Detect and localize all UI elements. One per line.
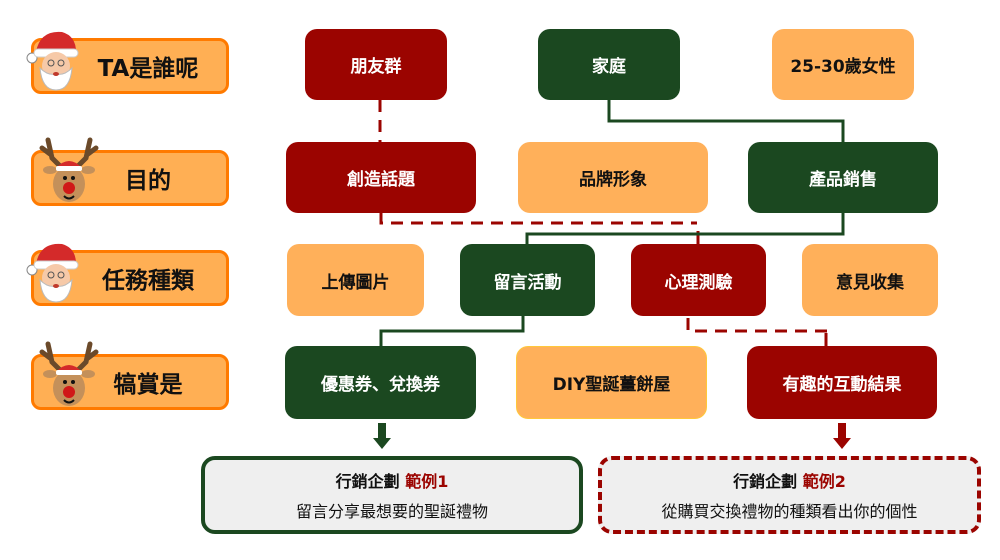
node-fun-result: 有趣的互動結果	[747, 346, 937, 419]
node-friends: 朋友群	[305, 29, 447, 100]
santa-icon	[26, 243, 79, 303]
example-highlight: 範例2	[802, 472, 846, 491]
node-feedback-collect: 意見收集	[802, 244, 938, 316]
connector-comment-to-coupon	[379, 316, 525, 346]
santa-icon	[26, 31, 79, 91]
arrow-down-icon-green	[373, 423, 391, 449]
reindeer-icon	[39, 137, 99, 202]
node-coupons: 優惠券、兌換券	[285, 346, 476, 419]
example-highlight: 範例1	[405, 472, 449, 491]
example-title-text: 行銷企劃	[733, 472, 798, 491]
row-label-text: TA是誰呢	[97, 56, 199, 82]
row-label-text: 目的	[125, 168, 171, 194]
example-title: 行銷企劃 範例2	[733, 468, 846, 492]
node-brand-image: 品牌形象	[518, 142, 708, 213]
example-description: 從購買交換禮物的種類看出你的個性	[661, 502, 918, 521]
node-upload-image: 上傳圖片	[287, 244, 424, 316]
example-title: 行銷企劃 範例1	[336, 468, 449, 492]
connector-quiz-to-result	[686, 318, 827, 333]
connector-topic-to-quiz	[379, 213, 697, 225]
node-family: 家庭	[538, 29, 680, 100]
example-card-1: 行銷企劃 範例1 留言分享最想要的聖誕禮物	[201, 456, 583, 534]
node-comment-event: 留言活動	[460, 244, 595, 316]
reindeer-icon	[39, 341, 99, 406]
connector-family-to-sales	[607, 100, 845, 142]
example-description: 留言分享最想要的聖誕禮物	[295, 502, 488, 521]
row-label-text: 任務種類	[102, 268, 194, 294]
connector-sales-to-comment	[525, 213, 845, 244]
example-title-text: 行銷企劃	[335, 472, 400, 491]
node-product-sales: 產品銷售	[748, 142, 938, 213]
node-psych-quiz: 心理測驗	[631, 244, 766, 316]
example-card-2: 行銷企劃 範例2 從購買交換禮物的種類看出你的個性	[598, 456, 981, 534]
node-diy-gingerbread: DIY聖誕薑餅屋	[516, 346, 707, 419]
arrow-down-icon-red	[833, 423, 851, 449]
node-create-topic: 創造話題	[286, 142, 476, 213]
row-label-text: 犒賞是	[113, 372, 183, 398]
node-women-25-30: 25-30歲女性	[772, 29, 914, 100]
